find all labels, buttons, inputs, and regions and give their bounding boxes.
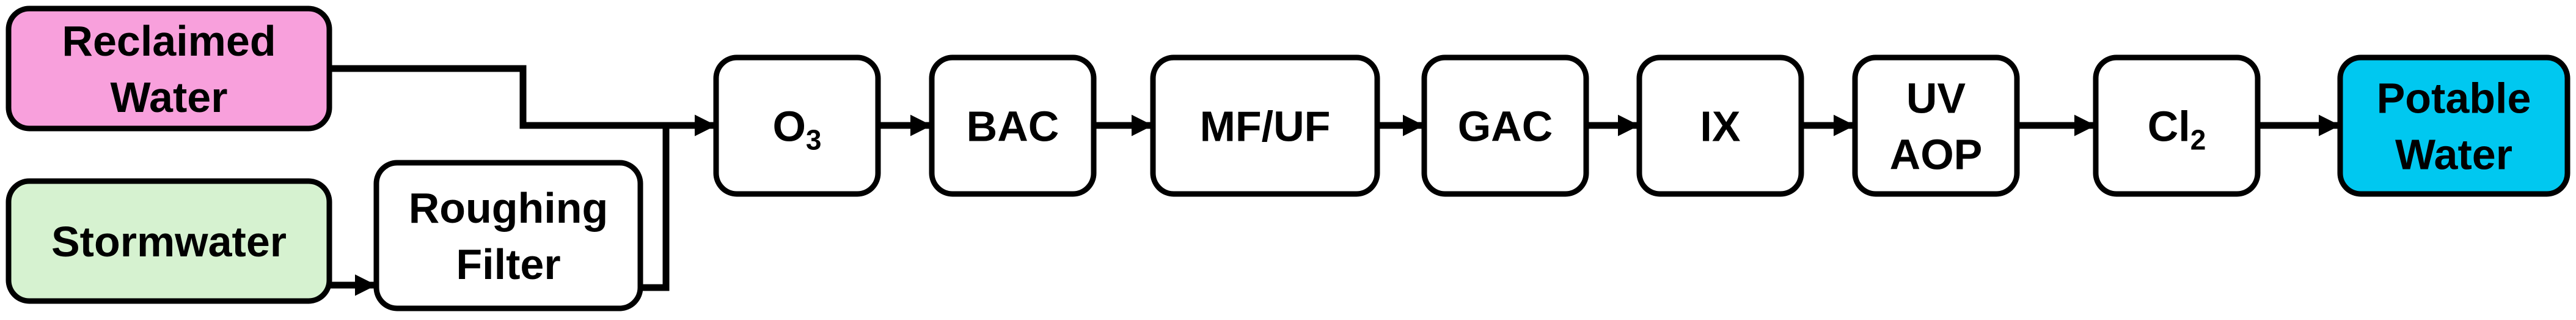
node-potable-box (2337, 54, 2571, 197)
node-reclaimed-box (5, 6, 332, 132)
node-uvaop-box (1852, 54, 2020, 197)
node-bac-box (929, 54, 1097, 197)
node-stormwater: Stormwater (5, 178, 332, 304)
node-bac-label: BAC (967, 103, 1059, 151)
node-o3: O3 (713, 54, 881, 197)
node-bac: BAC (929, 54, 1097, 197)
node-gac-label: GAC (1458, 103, 1553, 151)
node-mfuf-box (1150, 54, 1380, 197)
node-gac-box (1421, 54, 1589, 197)
node-roughing-box (373, 160, 643, 311)
node-mfuf: MF/UF (1150, 54, 1380, 197)
node-mfuf-label: MF/UF (1200, 103, 1331, 151)
node-stormwater-label: Stormwater (51, 218, 287, 266)
node-o3-label: O3 (772, 103, 821, 156)
node-gac: GAC (1421, 54, 1589, 197)
node-cl2-label: Cl2 (2148, 103, 2206, 156)
node-cl2: Cl2 (2093, 54, 2261, 197)
node-ix-box (1636, 54, 1804, 197)
node-ix-label: IX (1700, 103, 1740, 151)
arrow-reclaimed-to-o3 (329, 65, 716, 136)
node-cl2-box (2093, 54, 2261, 197)
edges-layer (329, 65, 2340, 296)
node-stormwater-box (5, 178, 332, 304)
arrow-roughing-to-o3 (640, 114, 716, 291)
node-o3-box (713, 54, 881, 197)
node-ix: IX (1636, 54, 1804, 197)
